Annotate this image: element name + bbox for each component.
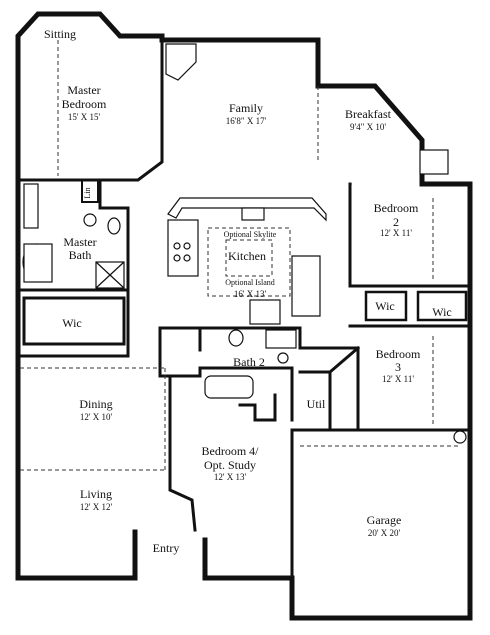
bedroom2-label-2: 2: [393, 215, 399, 229]
toilet-icon: [107, 217, 121, 235]
garage-label: Garage: [367, 513, 402, 527]
island-note: Optional Island: [225, 278, 275, 287]
bath2-tub-icon: [204, 375, 254, 399]
sink-icon: [83, 213, 97, 227]
kitchen-left-counter: [167, 219, 199, 277]
skylite-outline: [207, 227, 291, 297]
water-heater-icon: [453, 430, 467, 444]
bedroom4-label-2: Opt. Study: [204, 458, 256, 472]
kitchen-label: Kitchen: [228, 249, 266, 263]
living-dims: 12' X 12': [80, 502, 113, 512]
vanity-icon: [23, 183, 39, 229]
bath2-toilet-icon: [228, 329, 244, 347]
bedroom3-label-2: 3: [395, 360, 401, 374]
wic-right-walls: [416, 290, 468, 322]
kitchen-sink-icon: [241, 207, 265, 221]
sitting-label: Sitting: [44, 27, 76, 41]
cooktop-burner-icon: [183, 242, 191, 250]
lin-label: Lin: [83, 187, 92, 198]
master-bedroom-label-2: Bedroom: [62, 97, 107, 111]
family-label: Family: [229, 101, 263, 115]
room-labels: Sitting Master Bedroom 15' X 15' Family …: [44, 27, 452, 555]
entry-label: Entry: [153, 541, 180, 555]
living-label: Living: [80, 487, 112, 501]
fixtures: [22, 43, 467, 444]
bedroom3-label-1: Bedroom: [376, 347, 421, 361]
cooktop-burner-icon: [173, 254, 181, 262]
island-outline: [225, 239, 273, 277]
dining-label: Dining: [79, 397, 112, 411]
bedroom2-dims: 12' X 11': [380, 228, 412, 238]
garage-dims: 20' X 20': [368, 528, 401, 538]
bath2-sink-icon: [277, 352, 289, 364]
bedroom2-label-1: Bedroom: [374, 201, 419, 215]
breakfast-dims: 9'4" X 10': [350, 122, 386, 132]
master-bedroom-dims: 15' X 15': [68, 112, 101, 122]
lin-closet-walls: [81, 179, 99, 203]
dashed-divisions: [20, 40, 460, 471]
master-bath-label-2: Bath: [69, 248, 92, 262]
skylite-note: Optional Skylite: [224, 230, 277, 239]
cooktop-burner-icon: [173, 242, 181, 250]
dining-dims: 12' X 10': [80, 412, 113, 422]
bedroom4-label-1: Bedroom 4/: [202, 444, 260, 458]
master-wic-label: Wic: [62, 316, 82, 330]
kitchen-dims: 16' X 13': [234, 289, 267, 299]
breakfast-label: Breakfast: [345, 107, 392, 121]
bath2-vanity-icon: [265, 329, 297, 349]
wic-left-walls: [364, 290, 408, 322]
util-label: Util: [307, 397, 326, 411]
breakfast-bump-icon: [419, 149, 449, 175]
master-wic-walls: [22, 296, 126, 346]
master-bedroom-label-1: Master: [67, 83, 100, 97]
tub-surround: [23, 243, 53, 283]
bedroom4-dims: 12' X 13': [214, 472, 247, 482]
kitchen-right-counter: [291, 255, 321, 317]
pantry-icon: [249, 299, 281, 325]
bath2-label: Bath 2: [233, 355, 265, 369]
fireplace-icon: [165, 43, 197, 81]
master-bath-label-1: Master: [63, 235, 96, 249]
cooktop-burner-icon: [183, 254, 191, 262]
wic-right-label: Wic: [432, 305, 452, 319]
bedroom3-dims: 12' X 11': [382, 374, 414, 384]
kitchen-counter: [167, 197, 327, 222]
interior-walls: [16, 34, 472, 580]
family-dims: 16'8" X 17': [226, 116, 267, 126]
wic-left-label: Wic: [375, 299, 395, 313]
